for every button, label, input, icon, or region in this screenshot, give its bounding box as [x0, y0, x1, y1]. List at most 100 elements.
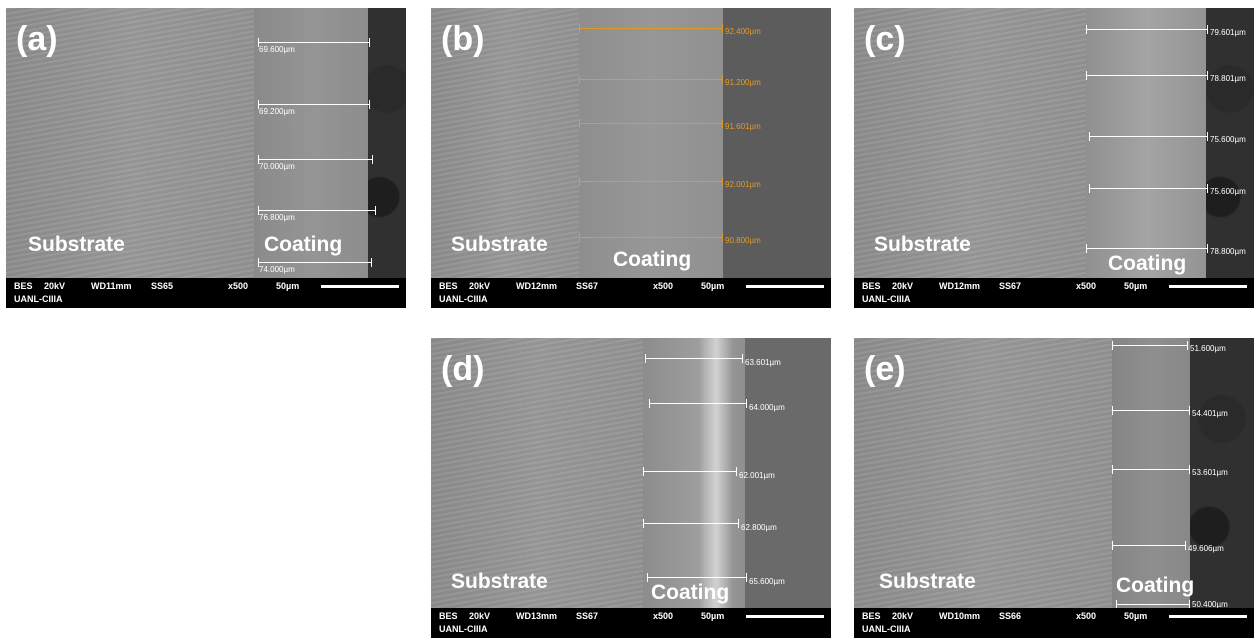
scale-value: 50µm: [701, 281, 725, 291]
spot-size: SS67: [576, 611, 599, 621]
measurement-line: [1089, 184, 1208, 193]
panel-label: (d): [441, 350, 485, 388]
scale-bar: [746, 285, 824, 288]
detector-mode: BES: [862, 281, 881, 291]
mounting-region: [1190, 338, 1254, 608]
detector-mode: BES: [14, 281, 33, 291]
coating-label: Coating: [1116, 574, 1195, 597]
accelerating-voltage: 20kV: [44, 281, 66, 291]
spot-size: SS67: [999, 281, 1022, 291]
measurement-line: [643, 519, 739, 528]
measurement-line: [579, 75, 723, 84]
measurement-value: 74.000µm: [259, 265, 295, 274]
substrate-region: [431, 8, 581, 278]
magnification: x500: [653, 611, 674, 621]
panel-label: (c): [864, 20, 906, 58]
working-distance: WD12mm: [939, 281, 981, 291]
measurement-line: [258, 258, 372, 267]
measurement-value: 70.000µm: [259, 162, 295, 171]
measurement-value: 69.600µm: [259, 45, 295, 54]
micrograph-b: 92.400µm 91.200µm 91.601µm 92.001µm 90.8…: [431, 8, 831, 278]
accelerating-voltage: 20kV: [469, 281, 491, 291]
working-distance: WD12mm: [516, 281, 558, 291]
panel-c: 79.601µm 78.801µm 75.600µm 75.600µm 78.8…: [854, 8, 1254, 308]
measurement-value: 79.601µm: [1210, 28, 1246, 37]
panel-label: (b): [441, 20, 485, 58]
working-distance: WD10mm: [939, 611, 981, 621]
panel-label: (e): [864, 350, 906, 388]
substrate-region: [6, 8, 256, 278]
measurement-line: [649, 399, 747, 408]
coating-label: Coating: [1108, 252, 1187, 275]
measurement-line: [258, 38, 370, 47]
measurement-value: 63.601µm: [745, 358, 781, 367]
scale-value: 50µm: [1124, 611, 1148, 621]
panel-b: 92.400µm 91.200µm 91.601µm 92.001µm 90.8…: [431, 8, 831, 308]
lab-name: UANL-CIIIA: [14, 294, 63, 304]
substrate-region: [431, 338, 645, 608]
scale-bar: [746, 615, 824, 618]
measurement-value: 92.001µm: [725, 180, 761, 189]
coating-region: [1112, 338, 1192, 608]
measurement-line: [1112, 341, 1188, 350]
accelerating-voltage: 20kV: [892, 281, 914, 291]
measurement-line: [258, 155, 373, 164]
detector-mode: BES: [439, 281, 458, 291]
coating-region: [1086, 8, 1208, 278]
substrate-label: Substrate: [451, 233, 548, 256]
substrate-label: Substrate: [874, 233, 971, 256]
spot-size: SS67: [576, 281, 599, 291]
panel-label: (a): [16, 20, 58, 58]
sem-info-bar: BES 20kV WD11mm SS65 x500 50µm UANL-CIII…: [6, 278, 406, 308]
scale-value: 50µm: [701, 611, 725, 621]
mounting-region: [368, 8, 406, 278]
working-distance: WD11mm: [91, 281, 132, 291]
measurement-line: [579, 177, 723, 186]
bright-interlayer: [699, 338, 733, 608]
measurement-value: 64.000µm: [749, 403, 785, 412]
measurement-line: [1086, 25, 1208, 34]
mounting-region: [723, 8, 831, 278]
detector-mode: BES: [862, 611, 881, 621]
coating-label: Coating: [613, 248, 692, 271]
working-distance: WD13mm: [516, 611, 558, 621]
scale-bar: [1169, 615, 1247, 618]
coating-region: [254, 8, 372, 278]
measurement-value: 78.800µm: [1210, 247, 1246, 256]
magnification: x500: [228, 281, 249, 291]
magnification: x500: [653, 281, 674, 291]
measurement-value: 62.001µm: [739, 471, 775, 480]
measurement-line: [1112, 465, 1190, 474]
scale-value: 50µm: [1124, 281, 1148, 291]
panel-a: 69.600µm 69.200µm 70.000µm 76.800µm 74.0…: [6, 8, 406, 308]
spot-size: SS65: [151, 281, 174, 291]
measurement-value: 50.400µm: [1192, 600, 1228, 608]
measurement-line: [1086, 244, 1208, 253]
measurement-value: 90.800µm: [725, 236, 761, 245]
measurement-value: 65.600µm: [749, 577, 785, 586]
measurement-value: 49.606µm: [1188, 544, 1224, 553]
measurement-value: 54.401µm: [1192, 409, 1228, 418]
scale-value: 50µm: [276, 281, 300, 291]
micrograph-e: 51.600µm 54.401µm 53.601µm 49.606µm 50.4…: [854, 338, 1254, 608]
measurement-value: 53.601µm: [1192, 468, 1228, 477]
measurement-line: [1116, 600, 1190, 608]
substrate-label: Substrate: [451, 570, 548, 593]
measurement-line: [647, 573, 747, 582]
substrate-region: [854, 338, 1114, 608]
accelerating-voltage: 20kV: [892, 611, 914, 621]
measurement-line: [579, 119, 723, 128]
measurement-line: [258, 206, 376, 215]
scale-bar: [1169, 285, 1247, 288]
micrograph-c: 79.601µm 78.801µm 75.600µm 75.600µm 78.8…: [854, 8, 1254, 278]
lab-name: UANL-CIIIA: [439, 294, 488, 304]
measurement-line: [579, 24, 723, 33]
substrate-label: Substrate: [28, 233, 125, 256]
measurement-line: [643, 467, 737, 476]
coating-region: [579, 8, 723, 278]
measurement-line: [258, 100, 370, 109]
mounting-region: [1206, 8, 1254, 278]
measurement-value: 75.600µm: [1210, 135, 1246, 144]
lab-name: UANL-CIIIA: [862, 294, 911, 304]
measurement-value: 75.600µm: [1210, 187, 1246, 196]
